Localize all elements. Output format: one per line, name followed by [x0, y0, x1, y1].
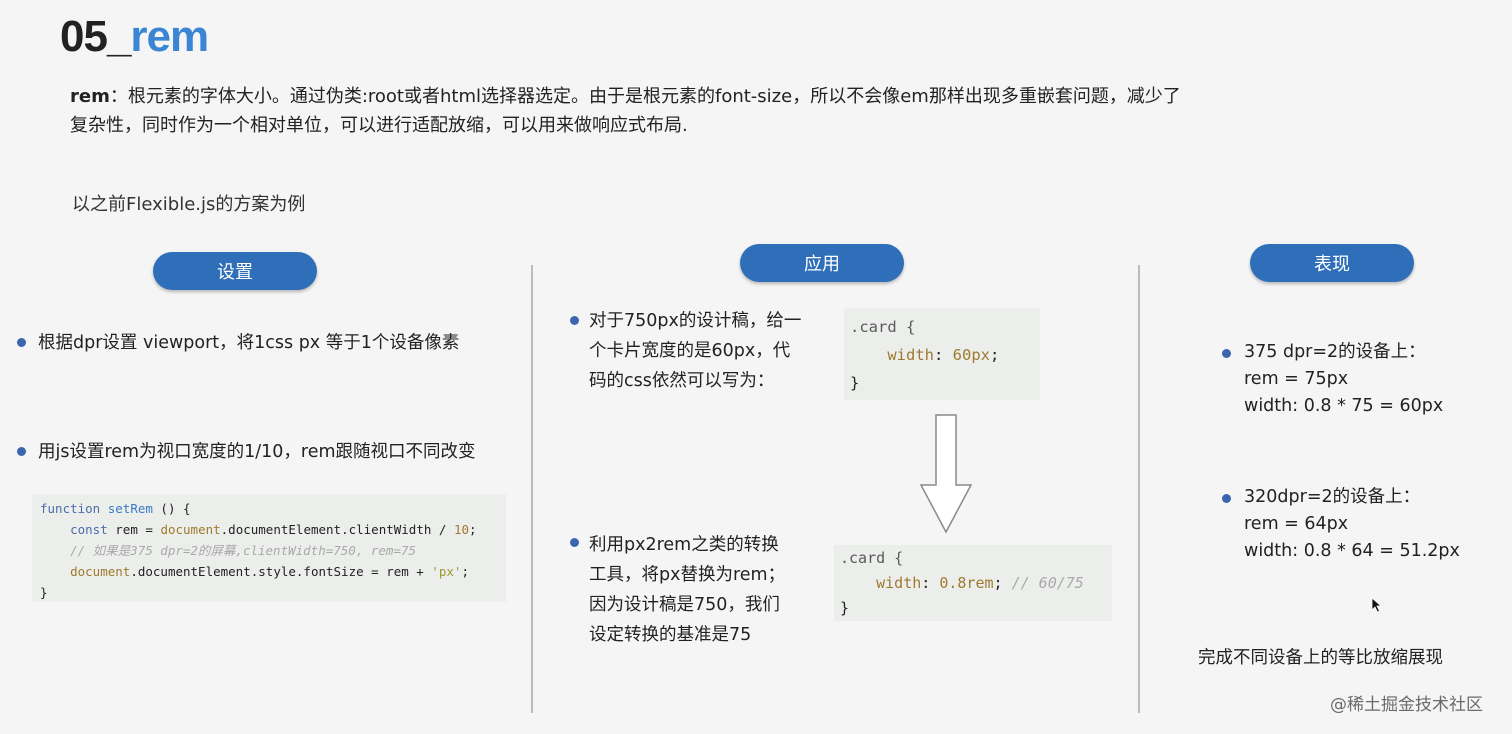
apply-label: 应用 [740, 244, 904, 282]
code-comment: // 如果是375 dpr=2的屏幕,clientWidth=750, rem=… [70, 543, 417, 558]
code-text: : [934, 346, 953, 364]
code-value: 60px [952, 346, 990, 364]
setup-bullet-2: 用js设置rem为视口宽度的1/10，rem跟随视口不同改变 [38, 442, 476, 462]
bullet-dot [17, 447, 26, 456]
card-rem-code-block: .card { width: 0.8rem; // 60/75 } [834, 545, 1112, 621]
apply-bullet-2-line: 设定转换的基准是75 [589, 625, 752, 645]
bullet-dot [17, 338, 26, 347]
result-case-line: rem = 64px [1244, 514, 1349, 534]
code-selector: .card { [850, 318, 916, 336]
code-text: : [921, 574, 940, 592]
intro-text: ：根元素的字体大小。通过伪类:root或者html选择器选定。由于是根元素的fo… [70, 86, 1181, 136]
down-arrow-icon [919, 414, 973, 534]
bullet-dot [1222, 349, 1231, 358]
result-conclusion: 完成不同设备上的等比放缩展现 [1198, 648, 1443, 668]
code-text: .documentElement.clientWidth / [220, 522, 454, 537]
code-text: () { [152, 501, 191, 516]
code-text: ; [990, 346, 1000, 364]
result-case-line: width: 0.8 * 75 = 60px [1244, 396, 1444, 416]
code-text: } [40, 585, 48, 600]
column-divider-left [531, 265, 533, 713]
result-case-1: 375 dpr=2的设备上： rem = 75px width: 0.8 * 7… [1244, 339, 1443, 420]
code-comment: // 60/75 [1011, 574, 1084, 592]
bullet-dot [570, 538, 579, 547]
example-heading: 以之前Flexible.js的方案为例 [72, 194, 306, 215]
code-text: ; [469, 522, 477, 537]
intro-paragraph: rem：根元素的字体大小。通过伪类:root或者html选择器选定。由于是根元素… [70, 82, 1190, 140]
code-keyword: function [40, 501, 101, 516]
code-object: document [70, 564, 131, 579]
result-label: 表现 [1250, 244, 1414, 282]
code-text: } [840, 599, 850, 617]
code-string: 'px' [431, 564, 462, 579]
code-property: width [876, 574, 922, 592]
column-divider-right [1138, 265, 1140, 713]
code-object: document [160, 522, 221, 537]
apply-bullet-1-line: 对于750px的设计稿，给一 [589, 311, 802, 331]
result-case-heading: 320dpr=2的设备上： [1244, 487, 1421, 507]
code-text: ; [461, 564, 469, 579]
code-number: 10 [453, 522, 470, 537]
card-px-code-block: .card { width: 60px; } [844, 308, 1040, 400]
code-property: width [887, 346, 934, 364]
code-text: } [850, 374, 860, 392]
code-text: ; [993, 574, 1012, 592]
title-accent: rem [130, 12, 209, 61]
code-function-name: setRem [107, 501, 153, 516]
apply-bullet-2-line: 工具，将px替换为rem； [589, 565, 786, 585]
apply-bullet-2-line: 因为设计稿是750，我们 [589, 595, 780, 615]
code-value: 0.8rem [939, 574, 994, 592]
code-text: .documentElement.style.fontSize = rem + [130, 564, 432, 579]
result-case-heading: 375 dpr=2的设备上： [1244, 342, 1426, 362]
setup-bullet-1: 根据dpr设置 viewport，将1css px 等于1个设备像素 [38, 333, 460, 353]
apply-bullet-2: 利用px2rem之类的转换 工具，将px替换为rem； 因为设计稿是750，我们… [589, 530, 785, 650]
watermark: @稀土掘金技术社区 [1330, 695, 1483, 715]
code-selector: .card { [840, 549, 904, 567]
intro-term: rem [70, 86, 110, 107]
apply-bullet-1: 对于750px的设计稿，给一 个卡片宽度的是60px，代 码的css依然可以写为… [589, 306, 801, 396]
mouse-cursor-icon [1371, 597, 1383, 613]
setrem-code-block: function setRem () { const rem = documen… [32, 494, 506, 602]
apply-bullet-2-line: 利用px2rem之类的转换 [589, 535, 779, 555]
page-title: 05_rem [60, 12, 209, 62]
code-text: rem = [107, 522, 161, 537]
bullet-dot [570, 316, 579, 325]
apply-bullet-1-line: 码的css依然可以写为： [589, 371, 775, 391]
title-number: 05_ [60, 12, 131, 61]
apply-bullet-1-line: 个卡片宽度的是60px，代 [589, 341, 791, 361]
result-case-line: width: 0.8 * 64 = 51.2px [1244, 541, 1460, 561]
setup-label: 设置 [153, 252, 317, 290]
code-keyword: const [70, 522, 108, 537]
result-case-2: 320dpr=2的设备上： rem = 64px width: 0.8 * 64… [1244, 484, 1460, 565]
result-case-line: rem = 75px [1244, 369, 1349, 389]
bullet-dot [1222, 494, 1231, 503]
